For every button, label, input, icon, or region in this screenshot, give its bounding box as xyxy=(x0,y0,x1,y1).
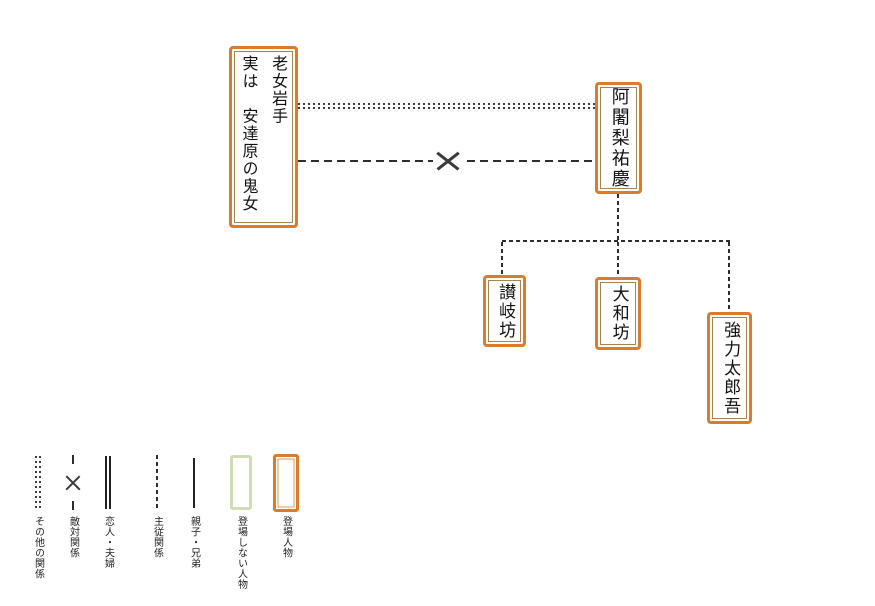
legend-item-master-servant: 主従関係 xyxy=(130,452,184,558)
appearing-box-icon xyxy=(273,453,299,512)
legend-item-lovers-couple: 恋人・夫婦 xyxy=(81,452,135,569)
node-sanukibo-label: 讃岐坊 xyxy=(495,282,516,340)
master-servant-line-icon xyxy=(156,454,158,511)
legend-label-master-servant: 主従関係 xyxy=(151,516,163,558)
hostile-relation-line-icon xyxy=(62,455,84,510)
legend-item-appearing: 登場人物 xyxy=(259,452,313,558)
node-sanukibo: 讃岐坊 xyxy=(483,275,526,347)
node-iwate-label: 老女岩手 実は 安達原の鬼女 xyxy=(239,55,289,213)
lovers-couple-line-icon xyxy=(105,456,111,509)
node-goriki-tarogo: 強力太郎吾 xyxy=(707,312,752,424)
other-relation-line-icon xyxy=(35,456,41,509)
master-servant-drop-line-yamatobo xyxy=(617,242,619,277)
node-yukei-label: 阿闍梨祐慶 xyxy=(608,86,630,190)
legend-label-other-relation: その他の関係 xyxy=(32,516,44,579)
hostility-x-icon xyxy=(433,148,463,174)
master-servant-drop-line-sanukibo xyxy=(501,242,503,275)
node-iwate: 老女岩手 実は 安達原の鬼女 xyxy=(229,46,298,228)
legend-item-not-appearing: 登場しない人物 xyxy=(214,452,268,590)
master-servant-drop-line-goriki xyxy=(728,242,730,312)
master-servant-stem-line xyxy=(617,194,619,241)
legend-label-not-appearing: 登場しない人物 xyxy=(235,516,247,590)
legend-label-parent-child: 親子・兄弟 xyxy=(188,516,200,569)
master-servant-branch-line xyxy=(502,240,731,242)
legend-item-hostile-relation: 敵対関係 xyxy=(46,452,100,558)
legend-label-appearing: 登場人物 xyxy=(280,516,292,558)
not-appearing-box-icon xyxy=(230,455,252,510)
legend-item-parent-child: 親子・兄弟 xyxy=(167,452,221,569)
node-yamatobo: 大和坊 xyxy=(595,277,641,350)
node-goriki-tarogo-label: 強力太郎吾 xyxy=(720,320,741,416)
parent-child-line-icon xyxy=(193,457,195,508)
node-yukei: 阿闍梨祐慶 xyxy=(595,82,642,194)
legend-label-lovers-couple: 恋人・夫婦 xyxy=(102,516,114,569)
node-yamatobo-label: 大和坊 xyxy=(608,285,629,342)
legend-label-hostile-relation: 敵対関係 xyxy=(67,516,79,558)
other-relation-line xyxy=(298,103,595,109)
legend-item-other-relation: その他の関係 xyxy=(11,452,65,579)
